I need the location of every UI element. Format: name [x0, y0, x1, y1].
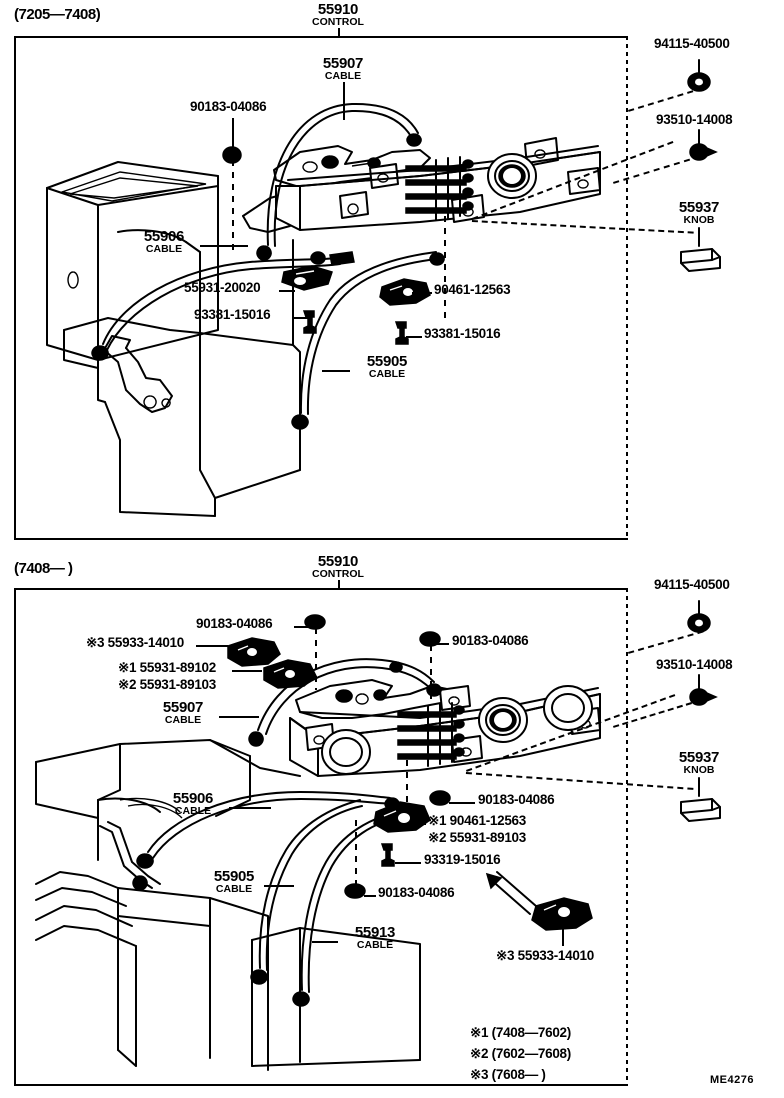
screw-93510-14008-bottom — [690, 689, 716, 705]
label-93510-14008-top: 93510-14008 — [656, 112, 733, 127]
leader-90461-top — [412, 292, 432, 294]
panel-top-frame — [14, 36, 628, 540]
leader-55906-top — [200, 245, 248, 247]
label-55931-89103-bottom-2: ※2 55931-89103 — [428, 830, 526, 845]
dash-drop-90183-bottom-1 — [315, 628, 317, 690]
leader-55933-bottom — [562, 926, 564, 946]
label-55905-cable-top: 55905 CABLE — [366, 353, 408, 381]
label-55907-number-top: 55907 — [322, 55, 364, 72]
leader-55913-bottom — [312, 941, 338, 943]
panel-top-frame-left — [14, 36, 16, 540]
panel-top-frame-bottom — [14, 538, 628, 540]
footnote-2: ※2 (7602—7608) — [470, 1046, 571, 1061]
leader-90183-bottom-2 — [437, 643, 449, 645]
leader-90461-bottom — [412, 823, 426, 825]
panel-bottom-range-heading: (7408— ) — [14, 560, 73, 577]
label-90183-04086-bottom-2: 90183-04086 — [452, 633, 529, 648]
panel-bottom-frame-top — [14, 588, 628, 590]
leader-55931-89102-bottom — [232, 670, 262, 672]
label-55937-knob-bottom: 55937 KNOB — [678, 749, 720, 777]
leader-90183-top — [232, 118, 234, 148]
label-93510-14008-bottom: 93510-14008 — [656, 657, 733, 672]
label-55931-89102-bottom: ※1 55931-89102 — [118, 660, 216, 675]
leader-55933-bottom-top — [196, 645, 228, 647]
label-55906-cable-bottom: 55906 CABLE — [172, 790, 214, 818]
label-55931-89103-bottom-top: ※2 55931-89103 — [118, 677, 216, 692]
panel-bottom-frame — [14, 588, 628, 1086]
panel-bottom-title-number: 55910 — [317, 553, 359, 570]
label-55907-sub-top: CABLE — [324, 70, 362, 83]
panel-top-frame-top — [14, 36, 628, 38]
panel-top-title-leader — [338, 28, 340, 38]
label-90183-04086-bottom-1: 90183-04086 — [196, 616, 273, 631]
leader-55905-top — [322, 370, 350, 372]
leader-90183-bottom-1 — [294, 626, 308, 628]
panel-bottom-frame-bottom — [14, 1084, 628, 1086]
leader-55906-bottom — [229, 807, 271, 809]
label-90183-04086-bottom-3: 90183-04086 — [478, 792, 555, 807]
panel-bottom-title: 55910 CONTROL — [283, 554, 393, 580]
dash-drop-90183-bottom-2 — [430, 645, 432, 699]
footnote-1: ※1 (7408—7602) — [470, 1025, 571, 1040]
panel-top-frame-right — [626, 36, 628, 540]
panel-top-range-heading: (7205—7408) — [14, 6, 101, 23]
diagram-code: ME4276 — [710, 1074, 754, 1086]
label-55933-14010-bottom-top: ※3 55933-14010 — [86, 635, 184, 650]
panel-top-title-number: 55910 — [317, 1, 359, 18]
label-93381-15016-left-top: 93381-15016 — [194, 307, 271, 322]
knob-55937-bottom — [681, 799, 720, 821]
leader-93381-right-top — [406, 336, 422, 338]
leader-55931-20020-top — [279, 290, 295, 292]
label-55937-knob-top: 55937 KNOB — [678, 199, 720, 227]
dash-drop-90461-top — [444, 216, 446, 320]
knob-55937-top — [681, 249, 720, 271]
dash-drop-90183-top — [232, 160, 234, 252]
label-90461-12563-bottom: ※1 90461-12563 — [428, 813, 526, 828]
leader-55907-top — [343, 82, 345, 120]
label-90461-12563-top: 90461-12563 — [434, 282, 511, 297]
label-55905-cable-bottom: 55905 CABLE — [213, 868, 255, 896]
leader-90183-bottom-3 — [449, 802, 475, 804]
leader-93381-left-top — [292, 317, 308, 319]
panel-bottom-title-leader — [338, 580, 340, 590]
label-93381-15016-right-top: 93381-15016 — [424, 326, 501, 341]
panel-bottom-title-name: CONTROL — [312, 568, 364, 581]
panel-bottom-frame-left — [14, 588, 16, 1086]
label-55913-cable-bottom: 55913 CABLE — [354, 924, 396, 952]
panel-bottom-frame-right — [626, 588, 628, 1086]
dash-drop-90183-bottom-3 — [355, 820, 357, 886]
label-55933-14010-bottom: ※3 55933-14010 — [496, 948, 594, 963]
footnote-3: ※3 (7608— ) — [470, 1067, 546, 1082]
panel-bottom-frame-left-dotted — [14, 588, 16, 634]
panel-top-title: 55910 CONTROL — [283, 2, 393, 28]
panel-top-frame-left-dotted — [14, 36, 16, 82]
leader-90183-bottom-4 — [364, 895, 376, 897]
label-55906-cable-top: 55906 CABLE — [143, 228, 185, 256]
dash-drop-90461-bottom — [406, 760, 408, 802]
nut-94115-40500-bottom — [688, 614, 710, 632]
label-90183-04086-top: 90183-04086 — [190, 99, 267, 114]
panel-top-title-name: CONTROL — [312, 16, 364, 29]
panel-bottom-frame-top-dotted — [14, 588, 104, 590]
label-90183-04086-bottom-4: 90183-04086 — [378, 885, 455, 900]
leader-93319-bottom — [395, 862, 421, 864]
leader-55905-bottom — [264, 885, 294, 887]
panel-top-frame-top-dotted — [14, 36, 104, 38]
nut-94115-40500-top — [688, 73, 710, 91]
label-93319-15016-bottom: 93319-15016 — [424, 852, 501, 867]
label-94115-40500-bottom: 94115-40500 — [654, 577, 730, 592]
label-55907-cable-bottom: 55907 CABLE — [162, 699, 204, 727]
label-94115-40500-top: 94115-40500 — [654, 36, 730, 51]
label-55907-cable-top: 55907 CABLE — [298, 56, 388, 82]
label-55931-20020-top: 55931-20020 — [184, 280, 261, 295]
leader-55907-bottom — [219, 716, 259, 718]
